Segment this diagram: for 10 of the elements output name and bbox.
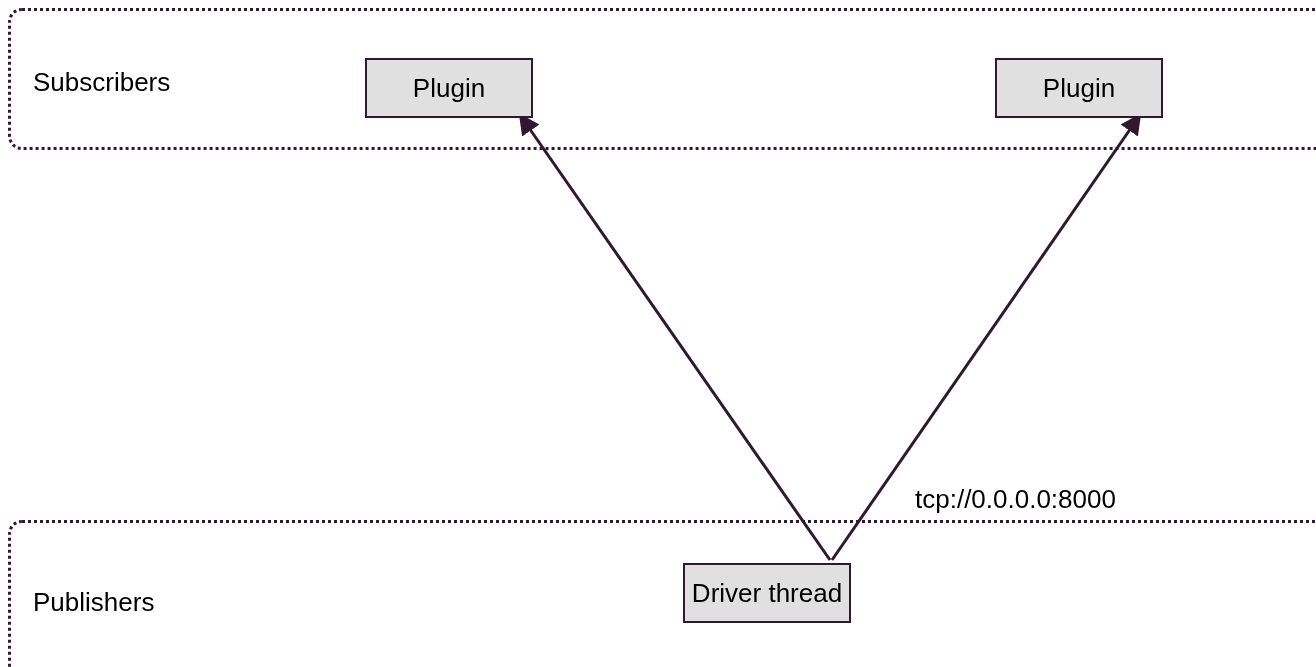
group-label: Subscribers [33, 66, 171, 99]
box-label: Plugin [412, 71, 486, 105]
group-band [8, 8, 1316, 150]
process-box [365, 58, 533, 118]
box-label: Plugin [1042, 71, 1116, 105]
process-box [683, 563, 851, 623]
process-box [995, 58, 1163, 118]
group-label: Publishers [33, 586, 155, 619]
box-label: Driver thread [691, 576, 843, 610]
address-label: tcp://0.0.0.0:8000 [915, 483, 1116, 516]
